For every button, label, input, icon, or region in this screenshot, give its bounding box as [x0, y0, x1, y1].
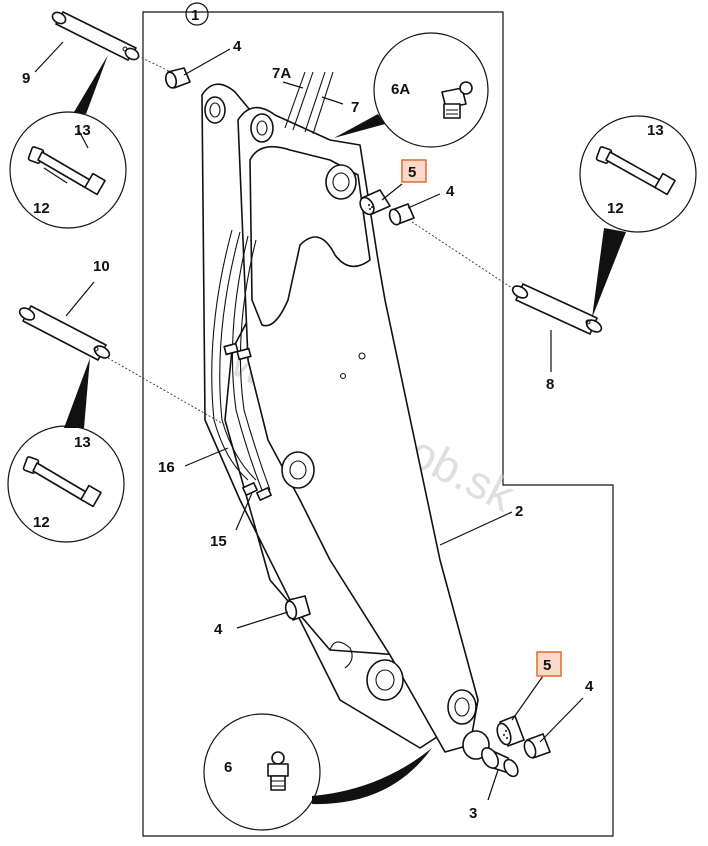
label-13-b: 13	[647, 122, 664, 139]
bushing-5-top	[359, 189, 391, 216]
label-12-a: 12	[33, 200, 50, 217]
label-6a: 6A	[391, 81, 410, 98]
bolt-detail-top-left	[9, 55, 127, 229]
bushing-5-bottom	[496, 715, 525, 747]
label-2: 2	[515, 503, 523, 520]
pin-8	[511, 283, 603, 335]
label-1-circle	[185, 2, 209, 26]
label-5-top-box	[401, 159, 427, 183]
label-1: 1	[191, 7, 199, 24]
bushing-3	[481, 747, 519, 778]
bushing-4-right	[388, 203, 415, 226]
bushing-4-top	[164, 67, 191, 89]
label-10: 10	[93, 258, 110, 275]
label-13-a: 13	[74, 122, 91, 139]
label-4-bottom: 4	[585, 678, 594, 695]
label-16: 16	[158, 459, 175, 476]
label-13-c: 13	[74, 434, 91, 451]
hydraulic-hoses	[211, 229, 272, 501]
leader-lines	[34, 41, 584, 801]
label-12-b: 12	[607, 200, 624, 217]
bushing-4-bottom	[523, 733, 551, 759]
label-6: 6	[224, 759, 232, 776]
label-7a: 7A	[272, 65, 291, 82]
grease-nipple-6a-detail	[334, 32, 489, 148]
label-5-top: 5	[408, 164, 416, 181]
label-9: 9	[22, 70, 30, 87]
assembly-frame	[142, 11, 614, 837]
bolt-detail-right	[579, 115, 697, 318]
label-7: 7	[351, 99, 359, 116]
pin-10	[18, 305, 111, 361]
label-4-mid: 4	[214, 621, 223, 638]
grease-nipple-6-detail	[203, 713, 432, 831]
bolt-detail-lower-left	[7, 358, 125, 543]
label-5-bottom-box	[536, 651, 562, 677]
boom-arm	[201, 83, 490, 760]
hoses-7-7a	[284, 71, 334, 135]
label-8: 8	[546, 376, 554, 393]
pin-9	[51, 11, 140, 61]
label-15: 15	[210, 533, 227, 550]
label-4-top: 4	[233, 38, 242, 55]
label-12-c: 12	[33, 514, 50, 531]
label-3: 3	[469, 805, 477, 822]
label-5-bottom: 5	[543, 657, 551, 674]
label-4-right: 4	[446, 183, 455, 200]
bushing-4-mid	[284, 595, 311, 621]
